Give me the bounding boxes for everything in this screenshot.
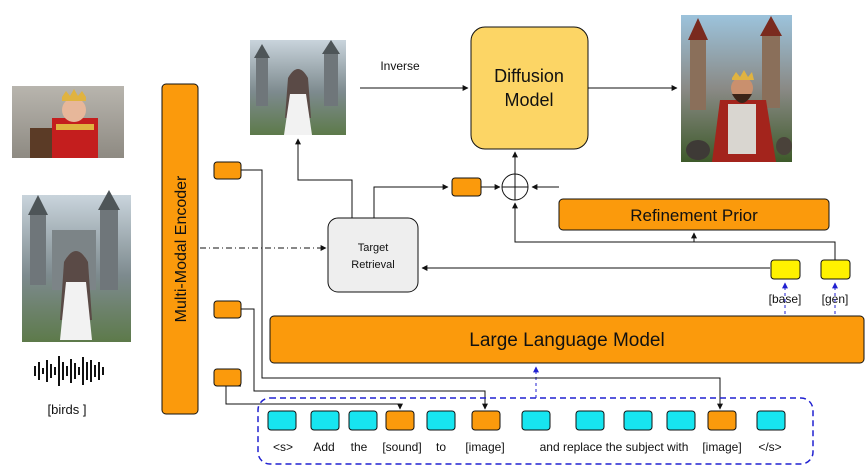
- refinement-prior-label: Refinement Prior: [630, 206, 758, 225]
- retrieval-to-token-arrow: [373, 184, 449, 218]
- king-portrait-image: [12, 86, 124, 158]
- target-retrieval-box: [327, 217, 419, 293]
- prompt-token-label: [image]: [702, 440, 741, 454]
- multi-modal-encoder-box: [161, 83, 199, 415]
- prompt-token-label: [sound]: [382, 440, 421, 454]
- encoder-token1-to-image-slot-arrow: [241, 169, 723, 410]
- prompt-container: [257, 397, 814, 465]
- prompt-token-slot: [623, 410, 653, 431]
- king-in-castle-output-image: [681, 15, 792, 162]
- retrieval-feature-token: [451, 177, 482, 197]
- diffusion-model-box: [470, 26, 589, 150]
- prompt-token-labels: <s> Add the [sound] to [image] and replace the…: [273, 440, 782, 454]
- prompt-token-slot: [756, 410, 786, 431]
- inverse-label: Inverse: [380, 59, 420, 73]
- encoder-output-token: [213, 368, 242, 387]
- gen-token: [820, 259, 851, 280]
- large-language-model-box: [269, 315, 865, 364]
- encoder-token3-to-sound-slot-arrow: [225, 385, 403, 410]
- prompt-token-slot: [521, 410, 551, 431]
- prompt-token-slot-placeholder: [707, 410, 737, 431]
- prompt-token-slot: [426, 410, 456, 431]
- gen-to-sum-arrow: [512, 202, 694, 243]
- gen-to-refinement-arrow: [691, 232, 836, 262]
- prompt-token-slot-placeholder: [471, 410, 501, 431]
- prompt-token-label: the: [351, 440, 368, 454]
- prompt-token-slot-placeholder: [385, 410, 415, 431]
- prompt-token-label: Add: [313, 440, 334, 454]
- prompt-token-label: </s>: [758, 440, 781, 454]
- prompt-token-slot: [267, 410, 297, 431]
- prompt-token-label: [image]: [465, 440, 504, 454]
- diffusion-model-line2: Model: [504, 90, 553, 110]
- refinement-prior-box: [558, 198, 830, 231]
- prompt-token-label: <s>: [273, 440, 293, 454]
- encoder-output-token: [213, 161, 242, 180]
- encoder-token2-to-image-slot-arrow: [241, 308, 488, 410]
- prompt-token-label: to: [436, 440, 446, 454]
- multi-modal-encoder-label: Multi-Modal Encoder: [173, 175, 190, 322]
- large-language-model-label: Large Language Model: [469, 330, 664, 351]
- target-retrieval-line1: Target: [358, 242, 389, 254]
- audio-waveform-icon: [34, 356, 104, 386]
- prompt-token-label: and replace the subject with: [540, 440, 689, 454]
- diffusion-model-line1: Diffusion: [494, 66, 564, 86]
- anime-girl-castle-image: [250, 40, 346, 135]
- retrieval-to-image-arrow: [295, 138, 353, 218]
- target-retrieval-line2: Retrieval: [351, 259, 394, 271]
- sum-node-icon: [501, 173, 529, 201]
- audio-label: [birds ]: [47, 402, 86, 417]
- base-token: [770, 259, 801, 280]
- encoder-output-token: [213, 300, 242, 319]
- prompt-token-slot: [310, 410, 340, 431]
- prompt-token-slot: [575, 410, 605, 431]
- anime-girl-castle-image: [22, 190, 131, 342]
- prompt-token-slot: [666, 410, 696, 431]
- prompt-token-slot: [348, 410, 378, 431]
- prompt-token-row: [267, 410, 786, 431]
